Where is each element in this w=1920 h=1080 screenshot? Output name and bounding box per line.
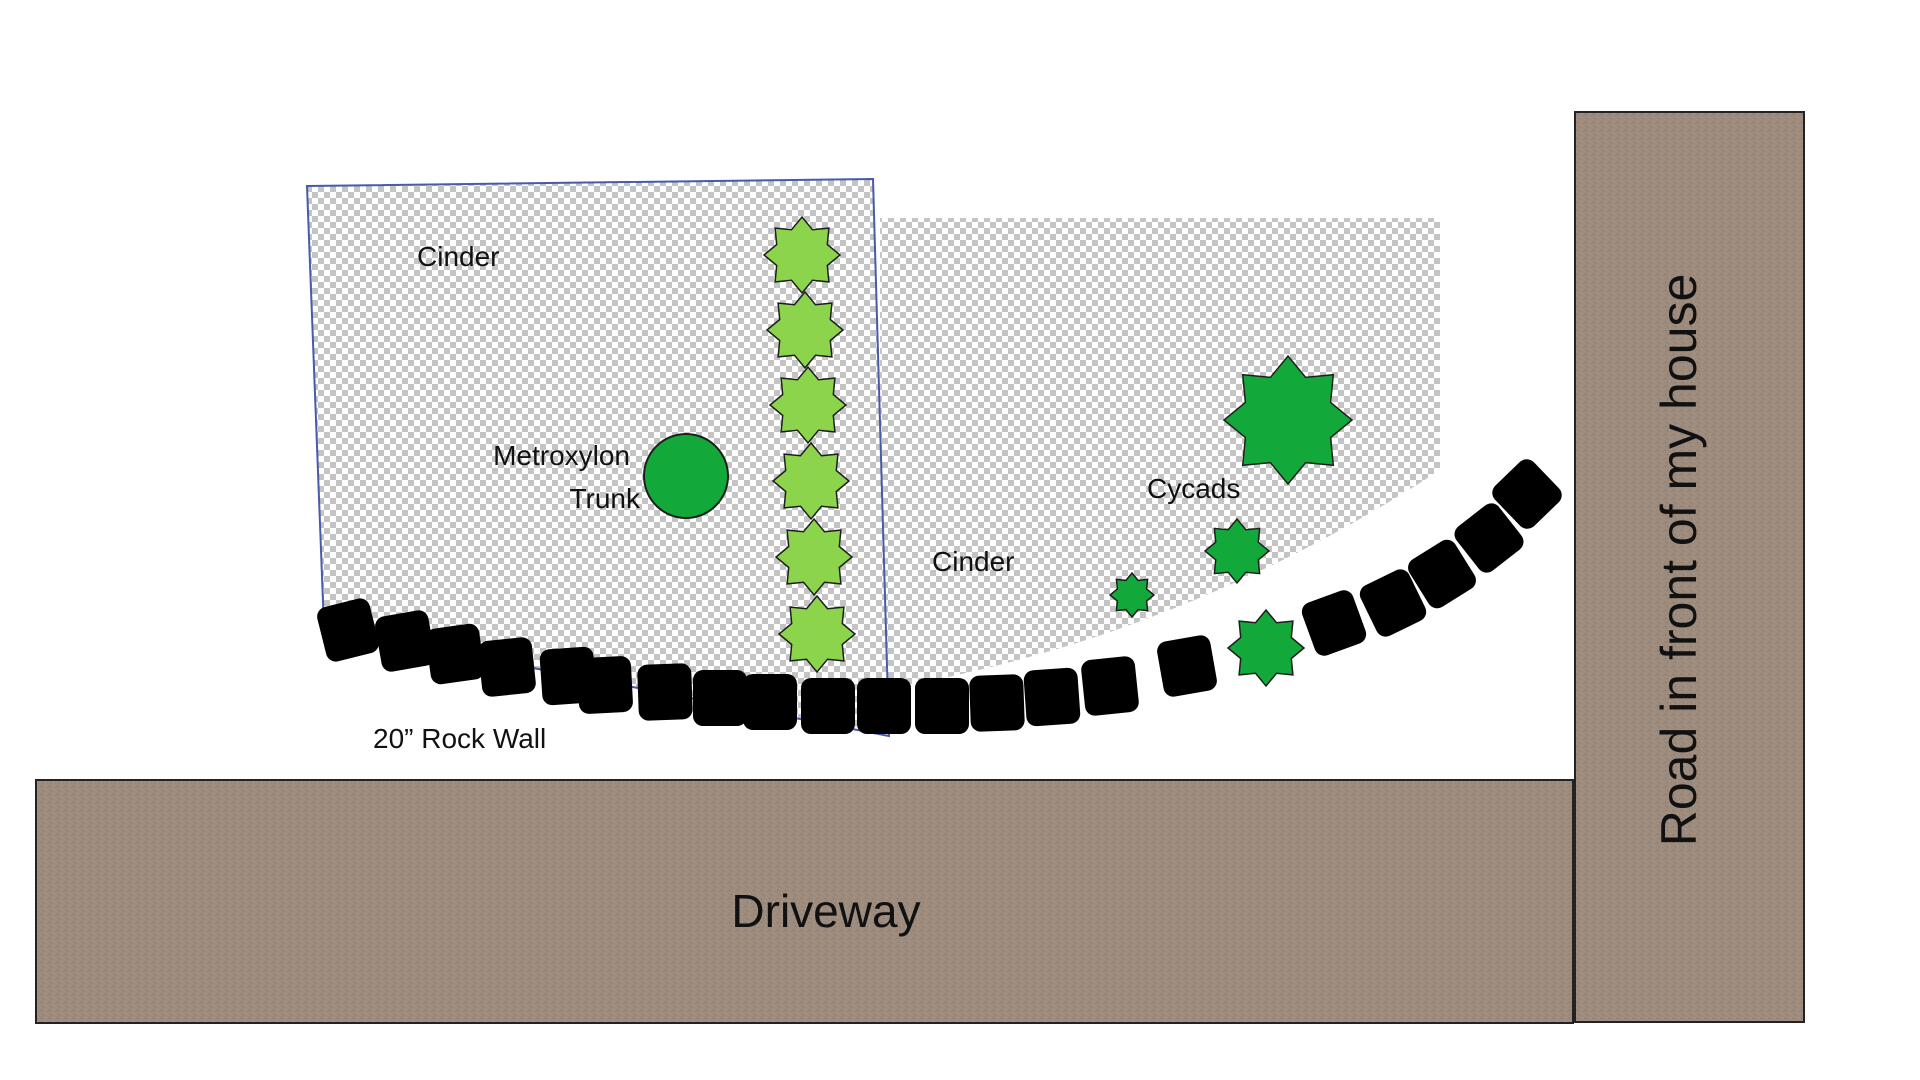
cycad-large-star-plant-icon <box>1222 354 1354 486</box>
cycad-tiny-star-plant-icon <box>1108 571 1156 619</box>
wall-rock-icon <box>1301 590 1367 656</box>
palm-row-star-plant-icon <box>774 517 854 597</box>
cinder-label-left: Cinder <box>417 241 499 272</box>
wall-rock-icon <box>1408 539 1476 609</box>
rock-wall <box>317 459 1562 734</box>
wall-rock-icon <box>857 678 911 734</box>
wall-rock-icon <box>375 610 435 672</box>
wall-rock-icon <box>637 663 693 721</box>
wall-rock-icon <box>1492 459 1562 529</box>
wall-rock-icon <box>915 678 969 734</box>
cinder-label-right: Cinder <box>932 546 1014 577</box>
wall-rock-icon <box>969 674 1025 732</box>
road <box>1574 111 1805 1023</box>
cycad-small-star-plant-icon <box>1203 517 1271 585</box>
palm-row <box>762 215 857 674</box>
palm-row-star-plant-icon <box>777 594 857 674</box>
wall-rock-icon <box>1454 503 1524 573</box>
wall-rock-icon <box>1023 667 1081 727</box>
cycads-group <box>1108 354 1354 688</box>
wall-rock-icon <box>1359 569 1427 637</box>
palm-row-star-plant-icon <box>762 215 842 295</box>
cinder-bed-right <box>880 218 1440 690</box>
metroxylon-trunk-icon <box>643 433 729 519</box>
cycads-label: Cycads <box>1147 473 1240 504</box>
rock-wall-label: 20” Rock Wall <box>373 723 546 754</box>
cinder-bed-left <box>305 177 891 738</box>
palm-row-star-plant-icon <box>768 365 848 445</box>
metroxylon-label-line2: Trunk <box>569 483 641 514</box>
palm-row-star-plant-icon <box>771 441 851 521</box>
wall-rock-icon <box>577 656 633 714</box>
wall-rock-icon <box>478 637 536 697</box>
palm-row-star-plant-icon <box>765 290 845 370</box>
wall-rock-icon <box>1081 656 1139 716</box>
driveway <box>35 779 1574 1024</box>
wall-rock-icon <box>743 674 797 730</box>
wall-rock-icon <box>1157 635 1217 697</box>
wall-rock-icon <box>425 623 485 685</box>
wall-rock-icon <box>693 670 747 726</box>
cycad-medium-star-plant-icon <box>1226 608 1306 688</box>
wall-rock-icon <box>317 598 379 662</box>
driveway-label: Driveway <box>731 885 920 937</box>
road-label: Road in front of my house <box>1651 274 1707 847</box>
wall-rock-icon <box>801 678 855 734</box>
metroxylon-label-line1: Metroxylon <box>493 440 630 471</box>
